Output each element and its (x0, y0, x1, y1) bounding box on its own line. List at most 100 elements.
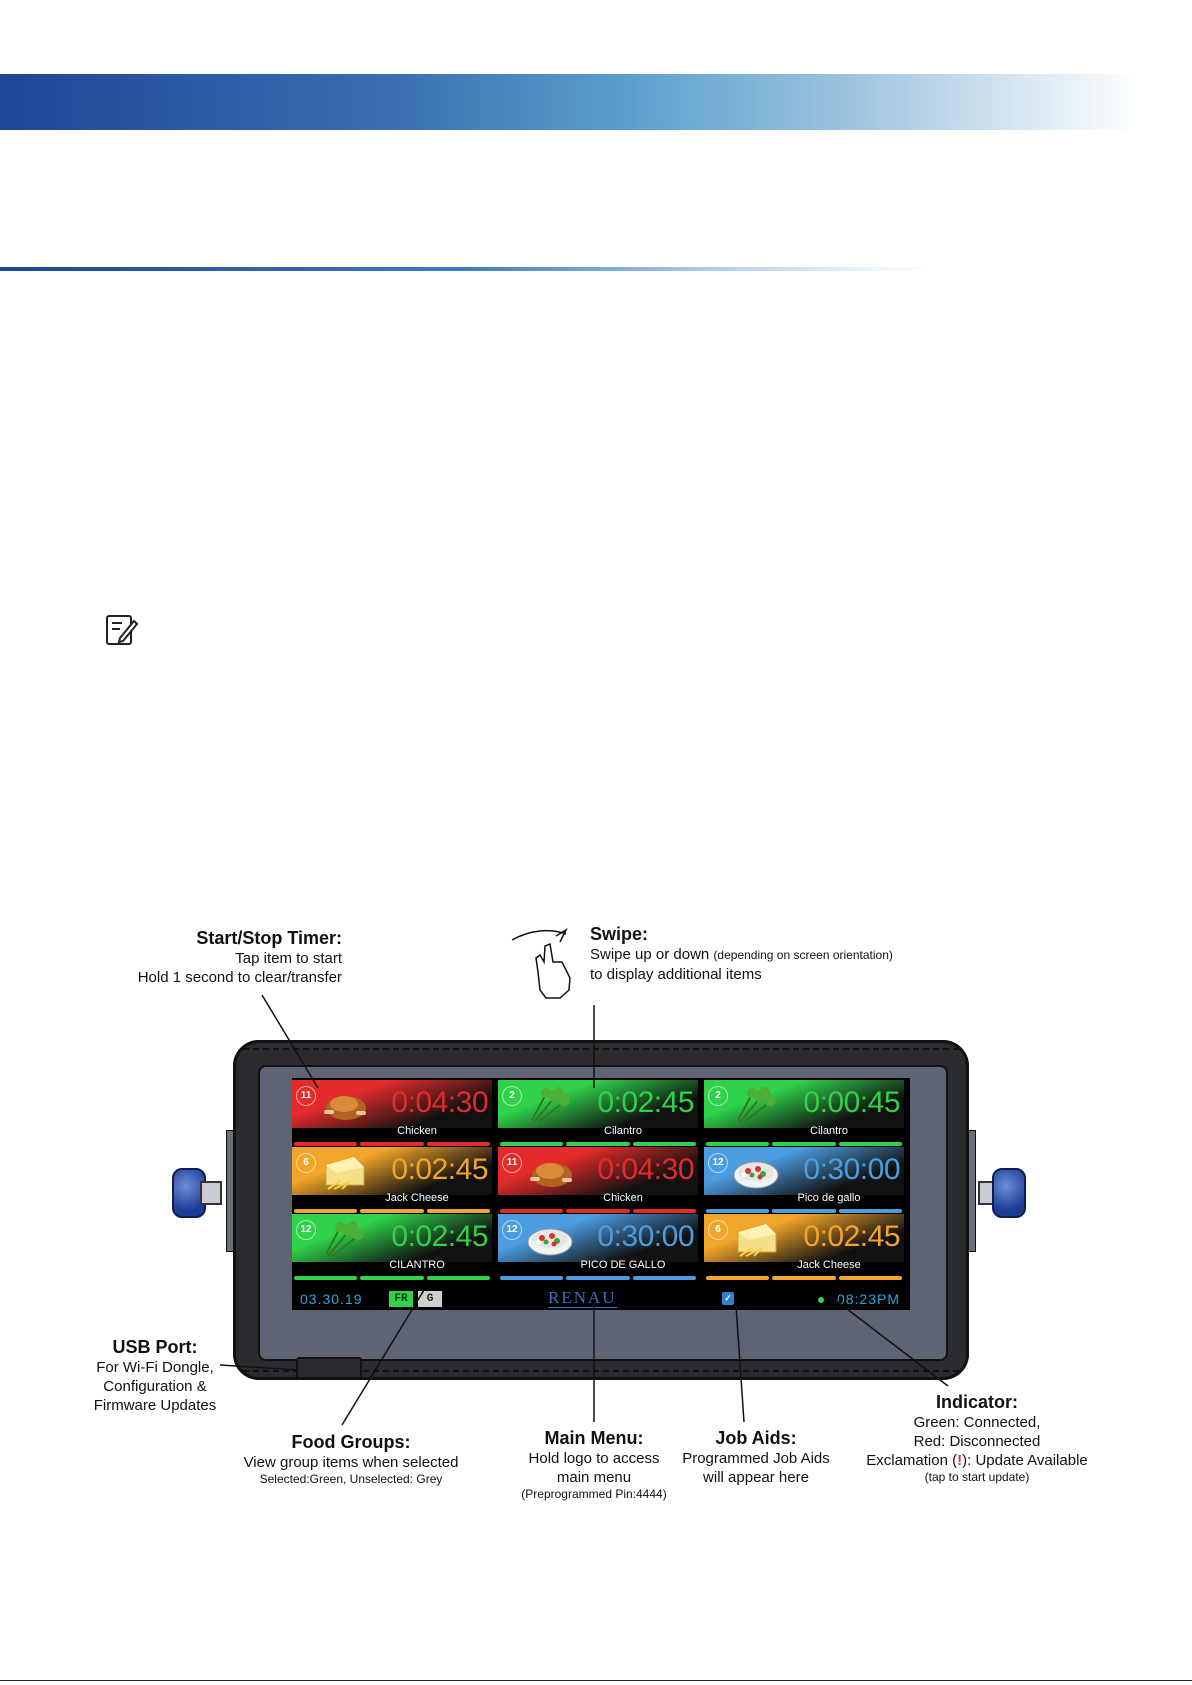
tile-count-badge: 6 (296, 1153, 316, 1173)
cheese-icon (730, 1218, 782, 1258)
tile-progress-segment (500, 1276, 564, 1280)
tile-item-name: Jack Cheese (385, 1192, 449, 1204)
right-knob (978, 1168, 1026, 1218)
tile-timer: 0:02:45 (391, 1220, 488, 1253)
tile-item-name: Chicken (603, 1192, 643, 1204)
tile-progress-segment (426, 1276, 490, 1280)
tile-progress-segment (838, 1209, 902, 1213)
tile-progress-segment (426, 1142, 490, 1146)
tile-background (498, 1147, 698, 1195)
callout-title: Main Menu: (544, 1428, 644, 1448)
job-aid-icon[interactable]: ✓ (722, 1292, 734, 1305)
callout-text: Exclamation (!): Update Available (866, 1452, 1088, 1469)
tile-item-name: Cilantro (810, 1125, 848, 1137)
tile-progress-segment (566, 1142, 630, 1146)
food-group-unselected[interactable]: G (418, 1291, 442, 1307)
callout-text: Hold 1 second to clear/transfer (137, 969, 342, 986)
tile-count-badge: 12 (296, 1220, 316, 1240)
callout-text: Green: Connected, (913, 1414, 1041, 1431)
note-icon (106, 615, 139, 645)
callout-main-menu: Main Menu: Hold logo to access main menu… (494, 1428, 694, 1502)
tile-background (704, 1080, 904, 1128)
tile-progress-segment (706, 1142, 770, 1146)
tile-timer: 0:00:45 (803, 1086, 900, 1119)
tile-progress-segment (772, 1209, 836, 1213)
cilantro-icon (318, 1218, 370, 1258)
tile-item-name: PICO DE GALLO (580, 1259, 666, 1271)
footer-rule (0, 1680, 1192, 1681)
tile-progress-segment (360, 1209, 424, 1213)
usb-port[interactable] (296, 1357, 362, 1379)
tile-progress-segment (500, 1209, 564, 1213)
date-display: 03.30.19 (300, 1291, 363, 1307)
tile-progress-bars (294, 1276, 490, 1280)
tile-count-badge: 2 (708, 1086, 728, 1106)
tile-timer: 0:04:30 (597, 1153, 694, 1186)
callout-swipe: Swipe: Swipe up or down (depending on sc… (590, 924, 990, 984)
callout-start-stop: Start/Stop Timer: Tap item to start Hold… (96, 928, 342, 987)
tile-progress-bars (706, 1276, 902, 1280)
tile-progress-segment (294, 1209, 358, 1213)
callout-text: to display additional items (590, 966, 762, 983)
tile-progress-segment (360, 1142, 424, 1146)
tile-progress-segment (838, 1142, 902, 1146)
left-knob (172, 1168, 222, 1218)
tile-timer: 0:04:30 (391, 1086, 488, 1119)
header-band (0, 74, 1140, 130)
pico-icon (524, 1218, 576, 1258)
callout-title: Swipe: (590, 924, 649, 944)
tile-item-name: CILANTRO (389, 1259, 445, 1271)
tile-background (292, 1147, 492, 1195)
callout-text: Selected:Green, Unselected: Grey (259, 1472, 443, 1486)
tile-timer: 0:02:45 (597, 1086, 694, 1119)
cilantro-icon (730, 1084, 782, 1124)
tile-count-badge: 12 (708, 1153, 728, 1173)
chicken-icon (318, 1084, 370, 1124)
callout-job-aids: Job Aids: Programmed Job Aids will appea… (666, 1428, 846, 1487)
tile-item-name: Chicken (397, 1125, 437, 1137)
callout-title: USB Port: (112, 1337, 198, 1357)
tile-progress-segment (706, 1276, 770, 1280)
tile-progress-segment (772, 1276, 836, 1280)
tile-count-badge: 12 (502, 1220, 522, 1240)
tile-progress-segment (632, 1276, 696, 1280)
callout-text: Hold logo to access (528, 1450, 660, 1467)
tile-progress-bars (706, 1142, 902, 1146)
tile-progress-segment (706, 1209, 770, 1213)
tile-progress-segment (294, 1142, 358, 1146)
tile-timer: 0:30:00 (803, 1153, 900, 1186)
tile-progress-bars (294, 1142, 490, 1146)
callout-text: Swipe up or down (depending on screen or… (590, 946, 893, 963)
food-group-selected[interactable]: FR (389, 1291, 413, 1307)
callout-food-groups: Food Groups: View group items when selec… (226, 1432, 476, 1487)
tile-progress-bars (706, 1209, 902, 1213)
tile-progress-bars (294, 1209, 490, 1213)
tile-progress-segment (772, 1142, 836, 1146)
tile-progress-bars (500, 1142, 696, 1146)
callout-title: Indicator: (935, 1392, 1018, 1412)
connection-indicator[interactable] (818, 1297, 824, 1303)
callout-text: For Wi-Fi Dongle, (96, 1359, 214, 1376)
tile-progress-segment (500, 1142, 564, 1146)
callout-text: View group items when selected (243, 1454, 459, 1471)
renau-logo[interactable]: RENAU (548, 1288, 617, 1308)
tile-background (292, 1080, 492, 1128)
callout-title: Job Aids: (715, 1428, 797, 1448)
tile-background (704, 1214, 904, 1262)
callout-text: Configuration & (103, 1378, 207, 1395)
tile-timer: 0:30:00 (597, 1220, 694, 1253)
section-divider (0, 267, 930, 271)
cheese-icon (318, 1151, 370, 1191)
tile-progress-bars (500, 1209, 696, 1213)
callout-text: Tap item to start (235, 950, 342, 967)
